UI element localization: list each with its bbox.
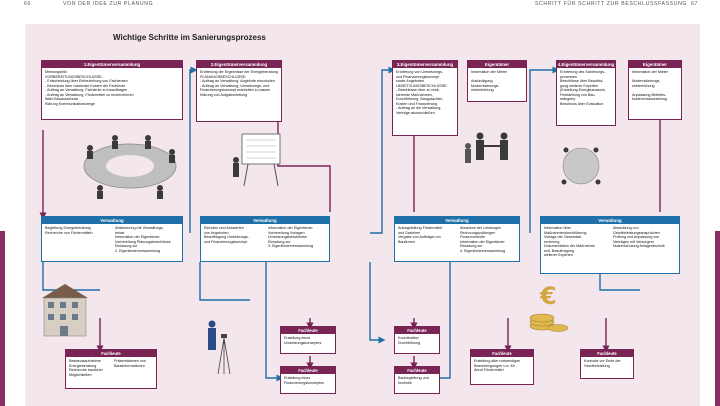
box-header: Verwaltung [42,217,182,224]
box-header: Fachleute [281,327,335,334]
box-col-1: Bestandsaufnahme Energieberatung Recherc… [69,359,103,377]
box-header: Verwaltung [395,217,519,224]
verwaltung-box-3: Verwaltung Antragstellung Fördermittel u… [394,216,520,262]
box-header: Fachleute [281,367,335,374]
page-number-right: 67 [691,1,698,7]
meeting-group-illustration [561,147,601,185]
box-col-2: Abwicklung von Gewährleistungsansprüchen… [613,226,665,248]
left-edge-band [0,231,5,406]
box-header: 2.Eigentümerversammlung [197,61,281,68]
box-body: Erörterung des Sanierungs- prozesses Bes… [560,70,606,106]
box-body: Erörterung der Ergebnisse der Energieber… [200,70,278,97]
box-body: Information der Mieter Modernisierungs- … [632,70,669,101]
box-header: 3.Eigentümerversammlung [393,61,457,68]
verwaltung-box-2: Verwaltung Einholen und Auswerten von An… [200,216,330,262]
box-header: Fachleute [66,350,156,357]
box-eigentuemer-2: Eigentümer Information der Mieter Modern… [628,60,682,120]
box-header: Fachleute [395,327,439,334]
presentation-board-illustration [233,133,281,187]
box-3-eigentuemerversammlung: 3.Eigentümerversammlung Erörterung von U… [392,60,458,136]
box-body: Erstellung eines Umsetzungskonzeptes [284,336,322,345]
money-coins-illustration: € [529,282,569,332]
box-col-2: Abstimmung mit Verwaltungs- beirat Infor… [115,226,171,253]
svg-text:€: € [539,282,557,310]
surveyor-illustration [208,320,231,375]
box-header: 4.Eigentümerversammlung [557,61,615,68]
box-body: Erstellung aller notwendigen Bescheinigu… [474,359,521,372]
box-header: Verwaltung [541,217,679,224]
box-body: Information der Mieter Ankündigung Moder… [471,70,508,92]
box-eigentuemer-1: Eigentümer Information der Mieter Ankünd… [467,60,527,102]
box-header: Eigentümer [629,61,681,68]
fachleute-box-7: Fachleute Kontrolle vor Ende der Gewährl… [580,349,634,379]
box-body: Kontrolle vor Ende der Gewährleistung [584,359,621,368]
box-header: Fachleute [395,367,439,374]
box-body: Baubegleitung und kontrolle [398,376,429,385]
right-edge-band [715,231,720,406]
meeting-table-illustration [83,135,177,199]
box-header: Fachleute [471,350,533,357]
box-1-eigentuemerversammlung: 1.Eigentümerversammlung Meinungsbild VOR… [41,60,183,120]
verwaltung-box-1: Verwaltung Begleitung Energieberatung Re… [41,216,183,262]
box-body: Erstellung eines Finanzierungskonzeptes [284,376,324,385]
box-4-eigentuemerversammlung: 4.Eigentümerversammlung Erörterung des S… [556,60,616,126]
header-right-text: SCHRITT FÜR SCHRITT ZUR BESCHLUSSFASSUNG [535,1,688,7]
page-number-left: 66 [24,1,31,7]
box-col-1: Information über Maßnahmendurchführung V… [544,226,595,257]
box-col-1: Begleitung Energieberatung Recherche von… [45,226,93,235]
fachleute-box-3: Fachleute Erstellung eines Finanzierungs… [280,366,336,394]
box-body: Erörterung von Umsetzungs- und Finanzier… [396,70,448,115]
verwaltung-box-4: Verwaltung Information über Maßnahmendur… [540,216,680,274]
header-left-text: VON DER IDEE ZUR PLANUNG [63,1,154,7]
diagram-title: Wichtige Schritte im Sanierungsprozess [113,33,266,42]
fachleute-box-6: Fachleute Erstellung aller notwendigen B… [470,349,534,385]
box-col-1: Antragstellung Fördermittel und Darlehen… [398,226,443,244]
box-header: Eigentümer [468,61,526,68]
box-col-2: Information der Eigentümer Vorbereitung … [268,226,314,248]
building-illustration [42,284,88,337]
fachleute-box-2: Fachleute Erstellung eines Umsetzungskon… [280,326,336,354]
box-col-2: Abnahme der Leistungen Rechnungsprüfunge… [460,226,506,253]
fachleute-box-4: Fachleute Koordination Durchführung [394,326,440,354]
fachleute-box-1: Fachleute Bestandsaufnahme Energieberatu… [65,349,157,389]
box-header: Fachleute [581,350,633,357]
box-body: Koordination Durchführung [398,336,421,345]
box-2-eigentuemerversammlung: 2.Eigentümerversammlung Erörterung der E… [196,60,282,122]
box-header: Verwaltung [201,217,329,224]
fachleute-box-5: Fachleute Baubegleitung und kontrolle [394,366,440,394]
box-col-2: Präsentationen von Bausinformationen [114,359,146,368]
box-body: Meinungsbild VORBEREITUNGSBESCHLÜSSE: - … [45,70,134,106]
box-col-1: Einholen und Auswerten von Angeboten Bea… [204,226,249,244]
box-header: 1.Eigentümerversammlung [42,61,182,68]
handshake-illustration [465,132,508,163]
